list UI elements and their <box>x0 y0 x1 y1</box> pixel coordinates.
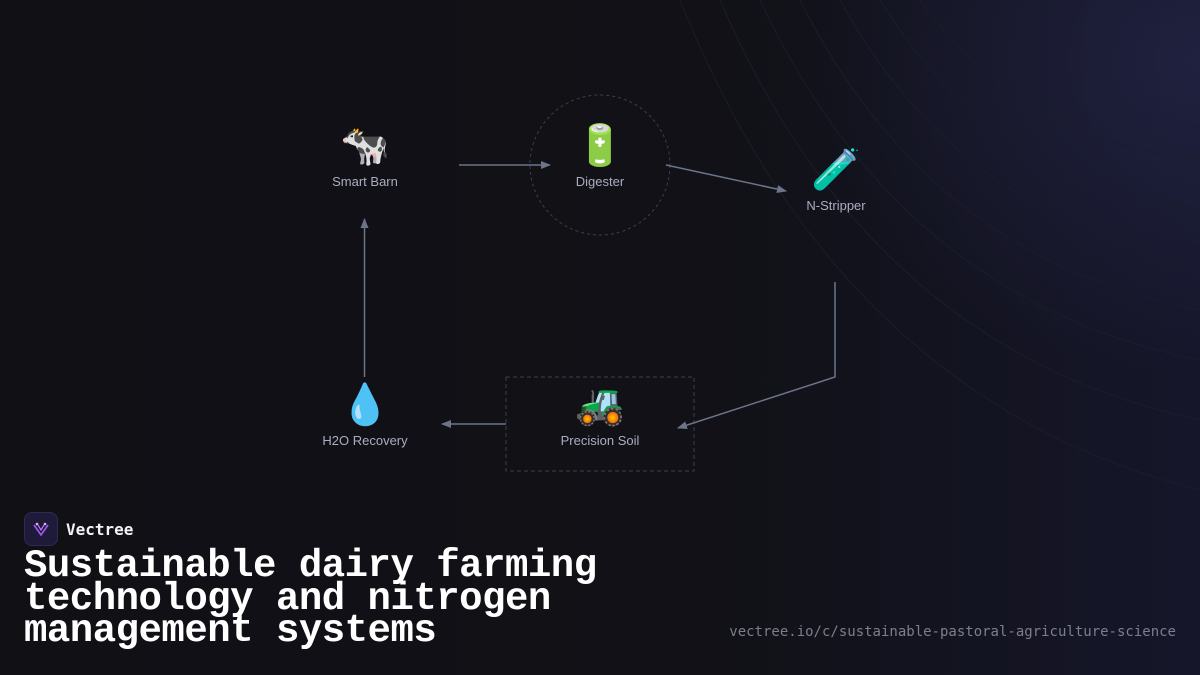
digester-highlight-ring <box>529 94 671 236</box>
node-label: Smart Barn <box>332 174 398 189</box>
node-h2o-recovery[interactable]: 💧 H2O Recovery <box>275 381 455 448</box>
edge-digester-to-n-stripper <box>665 164 787 194</box>
node-label: H2O Recovery <box>322 433 408 448</box>
edge-n-stripper-to-precision-soil <box>677 282 836 430</box>
node-label: N-Stripper <box>806 198 866 213</box>
page-title: Sustainable dairy farming technology and… <box>24 544 597 653</box>
node-smart-barn[interactable]: 🐄 Smart Barn <box>275 122 455 189</box>
brand[interactable]: Vectree <box>24 512 133 546</box>
source-url[interactable]: vectree.io/c/sustainable-pastoral-agricu… <box>729 624 1176 640</box>
battery-icon: 🔋 <box>575 123 625 169</box>
cow-icon: 🐄 <box>340 123 390 169</box>
droplet-icon: 💧 <box>340 382 390 428</box>
node-label: Digester <box>575 174 625 189</box>
node-n-stripper[interactable]: 🧪 N-Stripper <box>746 146 926 213</box>
node-digester[interactable]: 🔋 Digester <box>510 122 690 189</box>
vectree-logo-icon <box>24 512 58 546</box>
node-label: Precision Soil <box>560 433 640 448</box>
node-precision-soil[interactable]: 🚜 Precision Soil <box>510 381 690 448</box>
precision-soil-highlight-box <box>505 376 695 472</box>
tractor-icon: 🚜 <box>575 382 625 428</box>
brand-name: Vectree <box>66 519 134 539</box>
test-tube-icon: 🧪 <box>811 147 861 193</box>
